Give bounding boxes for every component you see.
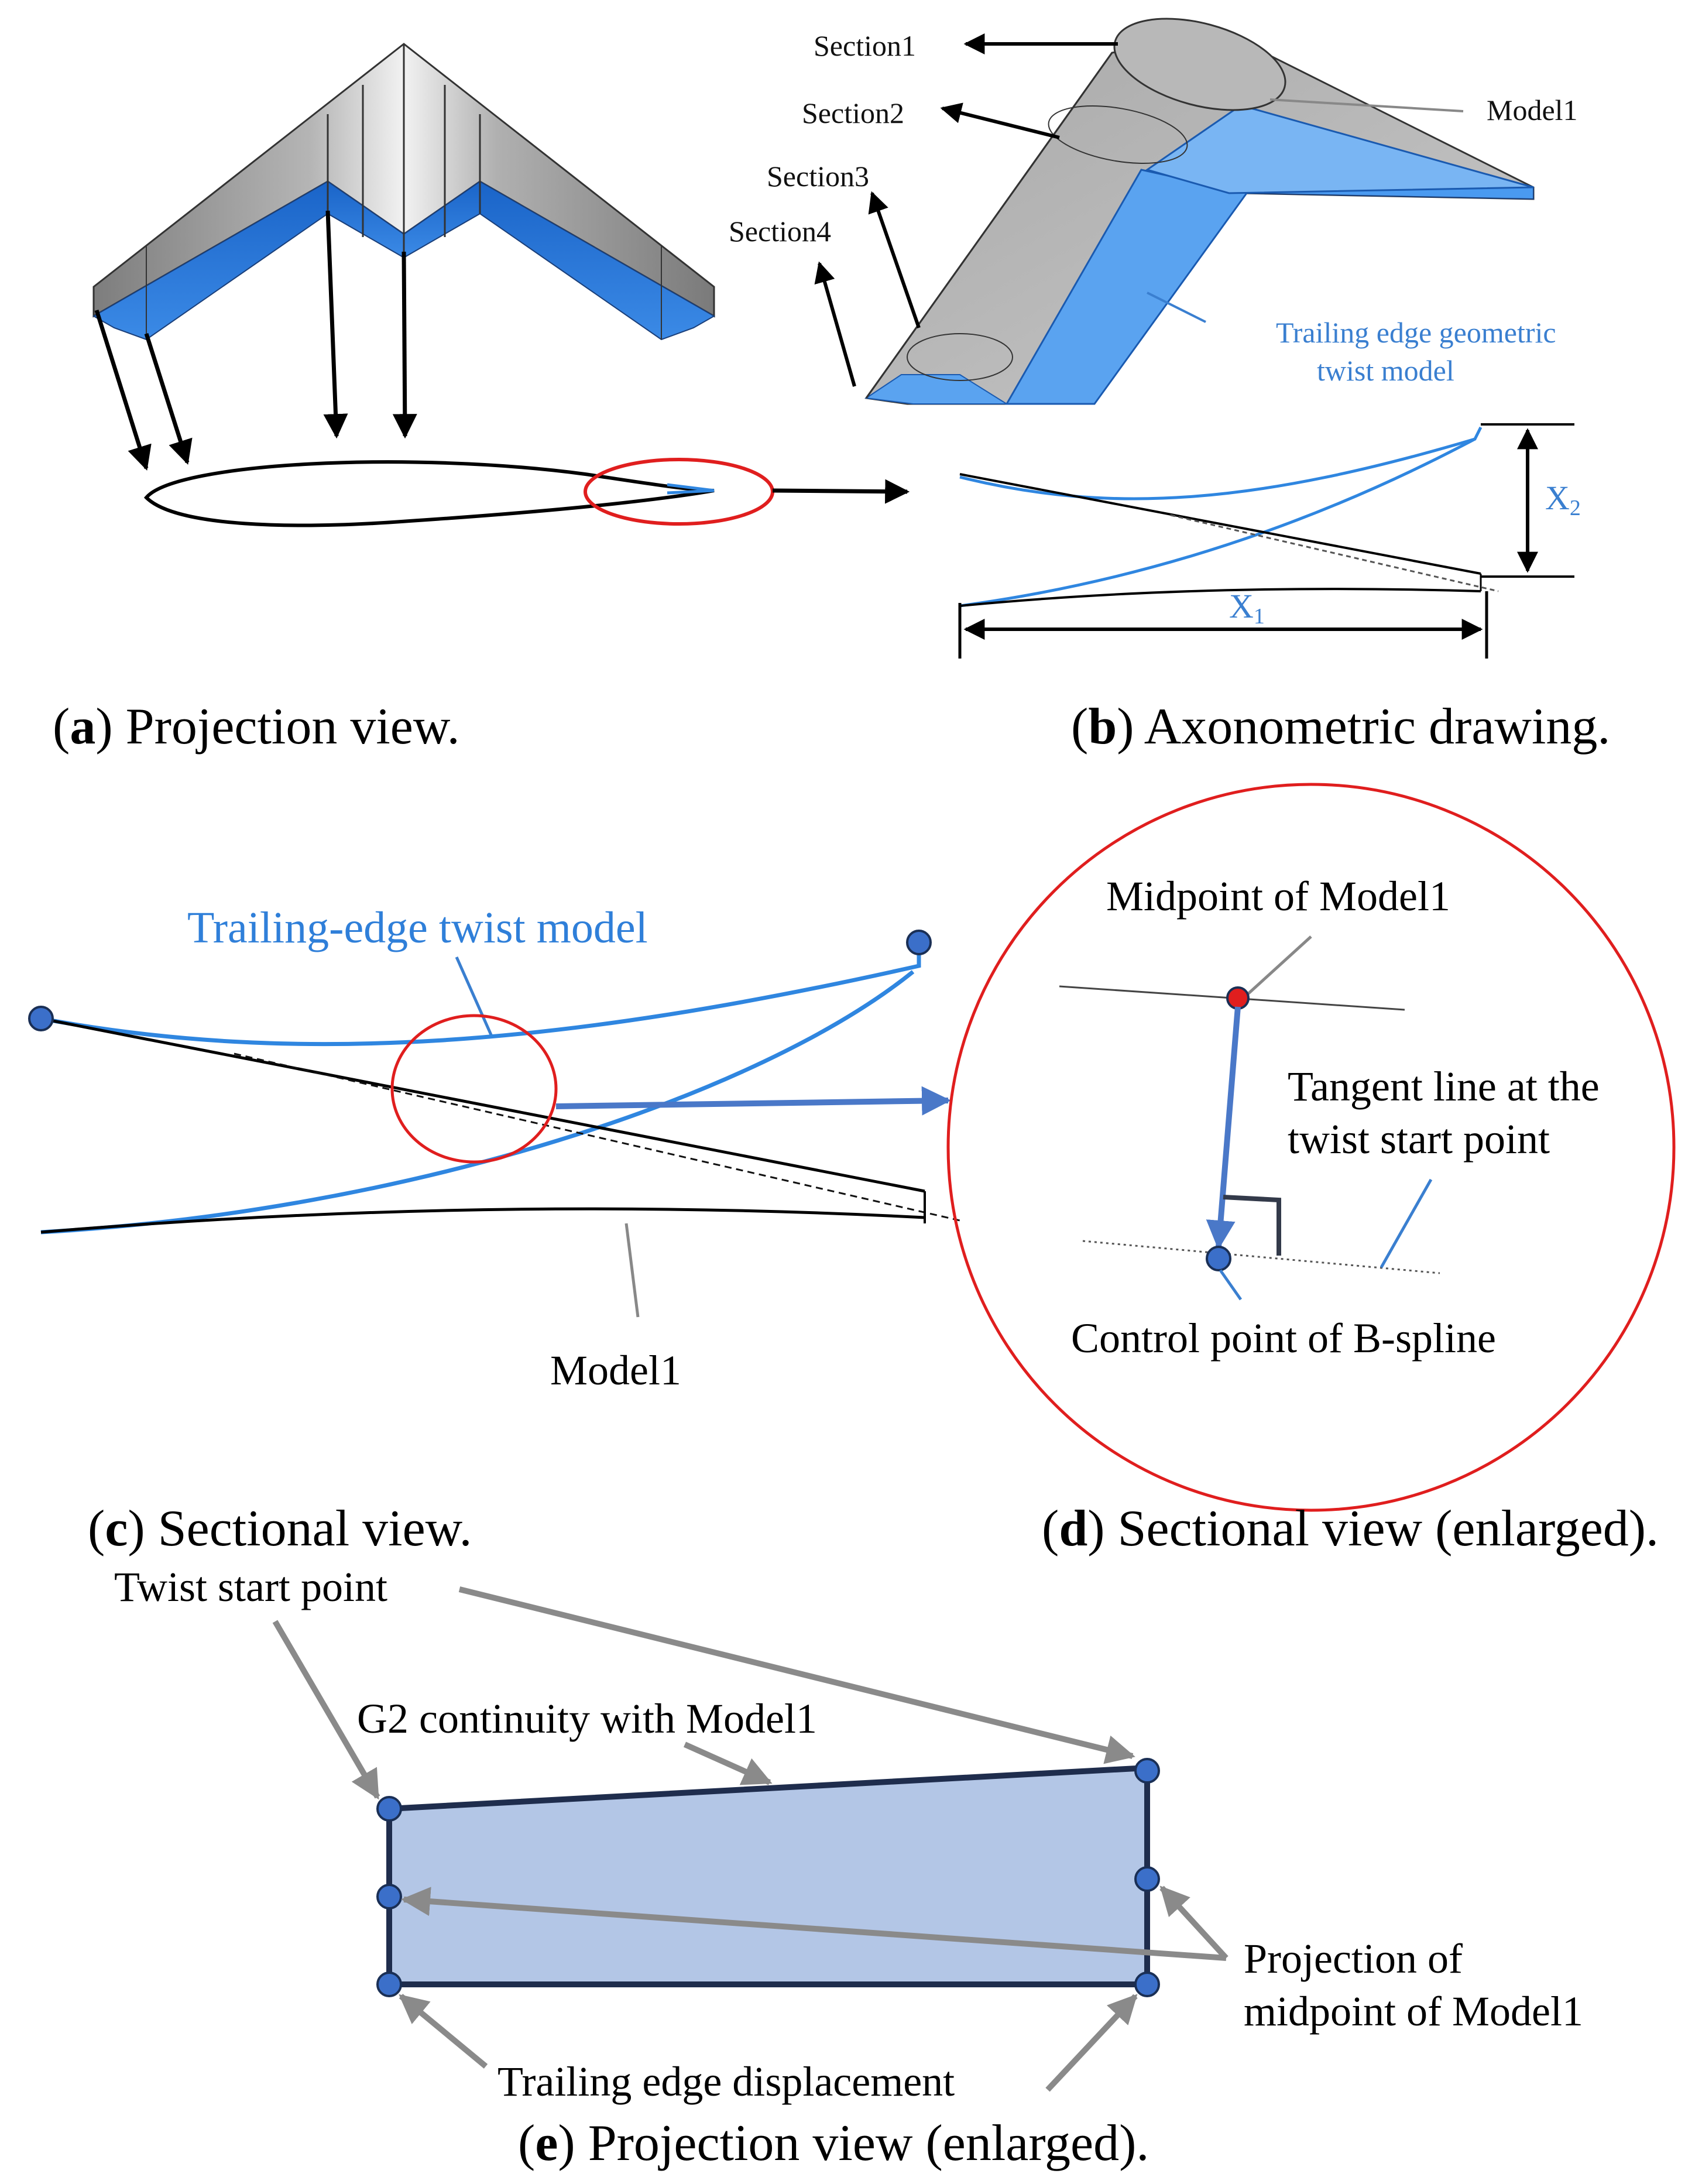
twist-model-leader (1147, 292, 1206, 323)
twist-model-label-c: Trailing-edge twist model (187, 903, 648, 952)
zoom-region (390, 1014, 558, 1164)
twist-model-label-line2: twist model (1317, 354, 1454, 387)
projection-label-line1: Projection of (1244, 1935, 1463, 1982)
twist-region (386, 1764, 1150, 1987)
twist-model-leader-c (455, 956, 493, 1037)
midpoint-label: Midpoint of Model1 (1106, 873, 1450, 920)
control-point-label: Control point of B-spline (1071, 1315, 1496, 1362)
zoom-arrow-c (555, 1086, 951, 1116)
point-right-top (1134, 1758, 1160, 1784)
tangent-line (1082, 1240, 1440, 1274)
panel-e: Twist start point G2 continuity with Mod… (114, 1564, 1583, 2172)
section3-label: Section3 (767, 160, 869, 193)
start-point-marker (28, 1006, 54, 1031)
midpoint-marker (1226, 986, 1250, 1010)
caption-e: (e) Projection view (enlarged). (518, 2115, 1149, 2172)
model1-label-c: Model1 (550, 1347, 681, 1394)
caption-d: (d) Sectional view (enlarged). (1042, 1500, 1659, 1557)
model1-leader (1269, 98, 1464, 112)
g2-label: G2 continuity with Model1 (357, 1695, 817, 1742)
panel-d: Midpoint of Model1 Tangent line at the t… (946, 783, 1676, 1557)
x2-label: X2 (1545, 479, 1581, 520)
trailing-edge-detail: X2 X1 (958, 423, 1581, 659)
caption-b: (b) Axonometric drawing. (1071, 698, 1610, 755)
point-right-mid (1134, 1866, 1160, 1892)
tangent-label-line1: Tangent line at the (1288, 1063, 1600, 1110)
displacement-label: Trailing edge displacement (497, 2058, 955, 2105)
airfoil-section (143, 460, 715, 527)
projection-label-line2: midpoint of Model1 (1244, 1988, 1583, 2035)
caption-c: (c) Sectional view. (88, 1500, 472, 1557)
section-arrows (94, 210, 417, 471)
twist-start-label: Twist start point (114, 1564, 387, 1610)
point-left-mid (376, 1884, 402, 1909)
tangent-label-line2: twist start point (1288, 1116, 1550, 1163)
control-point-marker (1206, 1246, 1231, 1271)
right-angle-mark (1223, 1195, 1281, 1256)
panel-b: Section1 Section2 Section3 Section4 Mode… (729, 18, 1610, 755)
x1-label: X1 (1229, 587, 1265, 629)
zoom-arrow (772, 479, 910, 504)
point-left-bottom (376, 1972, 402, 1997)
panel-c: Trailing-edge twist model Model1 (c) Sec… (28, 903, 960, 1557)
midpoint-to-control-arrow (1206, 1006, 1241, 1250)
axonometric-wing (864, 18, 1535, 405)
section1-label: Section1 (814, 29, 916, 62)
point-right-bottom (1134, 1972, 1160, 1997)
section4-label: Section4 (729, 215, 831, 248)
caption-a: (a) Projection view. (53, 698, 460, 755)
panel-a: (a) Projection view. (53, 43, 910, 755)
section2-label: Section2 (802, 97, 904, 129)
enlarged-circle (946, 783, 1676, 1512)
flying-wing-model (92, 43, 716, 341)
point-left-top (376, 1796, 402, 1822)
end-point-marker (906, 930, 932, 955)
model1-label-b: Model1 (1487, 94, 1578, 126)
twist-model-label-line1: Trailing edge geometric (1276, 316, 1556, 349)
section-label-arrows (814, 33, 1118, 387)
model1-leader-c (624, 1223, 640, 1318)
